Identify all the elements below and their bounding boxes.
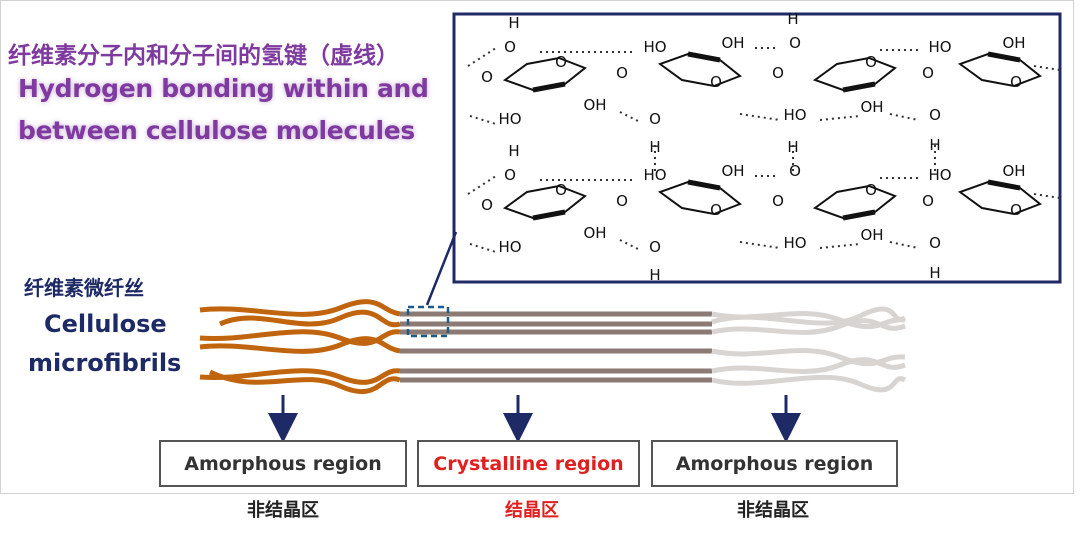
hydrogen-label: H (508, 142, 519, 160)
hydroxyl-label: OH (1002, 34, 1025, 52)
hydroxyl-label: HO (643, 166, 666, 184)
title-chinese: 纤维素分子内和分子间的氢键（虚线） (8, 43, 399, 69)
microfibril-label-chinese: 纤维素微纤丝 (24, 276, 144, 300)
ring-oxygen-label: O (555, 181, 567, 199)
hydroxyl-label: HO (498, 110, 521, 128)
title-english-line1: Hydrogen bonding within and (18, 74, 429, 103)
hydrogen-label: H (649, 266, 660, 284)
ring-oxygen-label: O (865, 53, 877, 71)
region-label-amorphous-right: 非结晶区 (737, 500, 809, 521)
fiber-amorphous-left-segment (208, 369, 401, 395)
hydroxyl-label: OH (1002, 162, 1025, 180)
ring-bold-edge (987, 51, 1021, 63)
ring-oxygen-label: O (929, 234, 941, 252)
ring-bold-edge (842, 209, 876, 221)
ring-oxygen-label: O (1010, 73, 1022, 91)
microfibril-label-english-line1: Cellulose (44, 310, 167, 338)
ring-bold-edge (842, 81, 876, 93)
ring-bold-edge (532, 81, 566, 93)
ring-oxygen-label: O (710, 73, 722, 91)
region-box-amorphous-right: Amorphous region (651, 440, 898, 487)
hydroxyl-label: OH (860, 226, 883, 244)
glycosidic-oxygen: O (616, 192, 628, 210)
ring-oxygen-label: O (481, 68, 493, 86)
zoom-selection-box (406, 305, 450, 338)
molecule-zoom-box (452, 12, 1062, 284)
hydrogen-bond-dotted (739, 113, 781, 121)
ring-oxygen-label: O (789, 34, 801, 52)
ring-oxygen-label: O (481, 196, 493, 214)
molecule-structure: OOOOOOOHOOHHOOHHOOHHOOHOOOOOHHHHOOOOOOOH… (467, 10, 1061, 284)
hydrogen-label: H (508, 14, 519, 32)
hydroxyl-label: HO (643, 38, 666, 56)
hydrogen-bond-dotted (619, 111, 641, 123)
glycosidic-oxygen: O (772, 192, 784, 210)
glycosidic-oxygen: O (772, 64, 784, 82)
fiber-amorphous-right-segment (711, 374, 907, 393)
region-box-crystalline: Crystalline region (417, 440, 640, 487)
hydroxyl-label: OH (721, 34, 744, 52)
ring-oxygen-label: O (865, 181, 877, 199)
glycosidic-oxygen: O (616, 64, 628, 82)
fiber-amorphous-left-segment (199, 336, 401, 354)
ring-bold-edge (532, 209, 566, 221)
microfibril-bundle (199, 299, 907, 395)
ring-oxygen-label: O (649, 110, 661, 128)
hydroxyl-label: OH (721, 162, 744, 180)
fiber-amorphous-left-segment (199, 299, 401, 317)
glycosidic-oxygen: O (922, 64, 934, 82)
ring-oxygen-label: O (1010, 201, 1022, 219)
hydroxyl-label: OH (860, 98, 883, 116)
hydrogen-bond-dotted (819, 115, 861, 121)
hydroxyl-label: HO (928, 38, 951, 56)
region-label-crystalline: 结晶区 (505, 500, 559, 521)
ring-oxygen-label: O (710, 201, 722, 219)
zoom-connector-line (425, 231, 458, 306)
hydrogen-bond-dotted (819, 243, 861, 249)
ring-oxygen-label: O (504, 166, 516, 184)
ring-oxygen-label: O (789, 162, 801, 180)
fiber-amorphous-left-segment (199, 329, 401, 346)
ring-bold-edge (687, 179, 721, 191)
hydroxyl-label: HO (783, 234, 806, 252)
fiber-amorphous-right-segment (711, 357, 906, 374)
hydroxyl-label: OH (583, 96, 606, 114)
ring-bold-edge (987, 179, 1021, 191)
hydrogen-bond-dotted (1033, 65, 1061, 71)
fiber-amorphous-right-segment (711, 348, 906, 367)
hydrogen-bond-dotted (1033, 193, 1061, 199)
hydroxyl-label: OH (583, 224, 606, 242)
ring-oxygen-label: O (649, 238, 661, 256)
hydroxyl-label: HO (783, 106, 806, 124)
fiber-amorphous-left-segment (199, 368, 401, 385)
hydrogen-bond-dotted (469, 243, 497, 253)
ring-oxygen-label: O (504, 38, 516, 56)
ring-bold-edge (687, 51, 721, 63)
region-box-amorphous-left: Amorphous region (159, 440, 407, 487)
hydrogen-bond-dotted (469, 115, 497, 125)
ring-oxygen-label: O (555, 53, 567, 71)
fiber-amorphous-left-segment (218, 309, 401, 328)
fiber-amorphous-right-segment (711, 306, 907, 326)
glycosidic-oxygen: O (922, 192, 934, 210)
hydrogen-bond-dotted (619, 239, 641, 251)
hydrogen-label: H (929, 264, 940, 282)
title-english-line2: between cellulose molecules (18, 116, 415, 145)
microfibril-label-english-line2: microfibrils (28, 349, 182, 377)
hydrogen-label: H (787, 10, 798, 28)
ring-oxygen-label: O (929, 106, 941, 124)
hydroxyl-label: HO (498, 238, 521, 256)
region-label-amorphous-left: 非结晶区 (247, 500, 319, 521)
hydrogen-bond-dotted (739, 241, 781, 249)
hydroxyl-label: HO (928, 166, 951, 184)
fiber-amorphous-right-segment (711, 318, 906, 335)
